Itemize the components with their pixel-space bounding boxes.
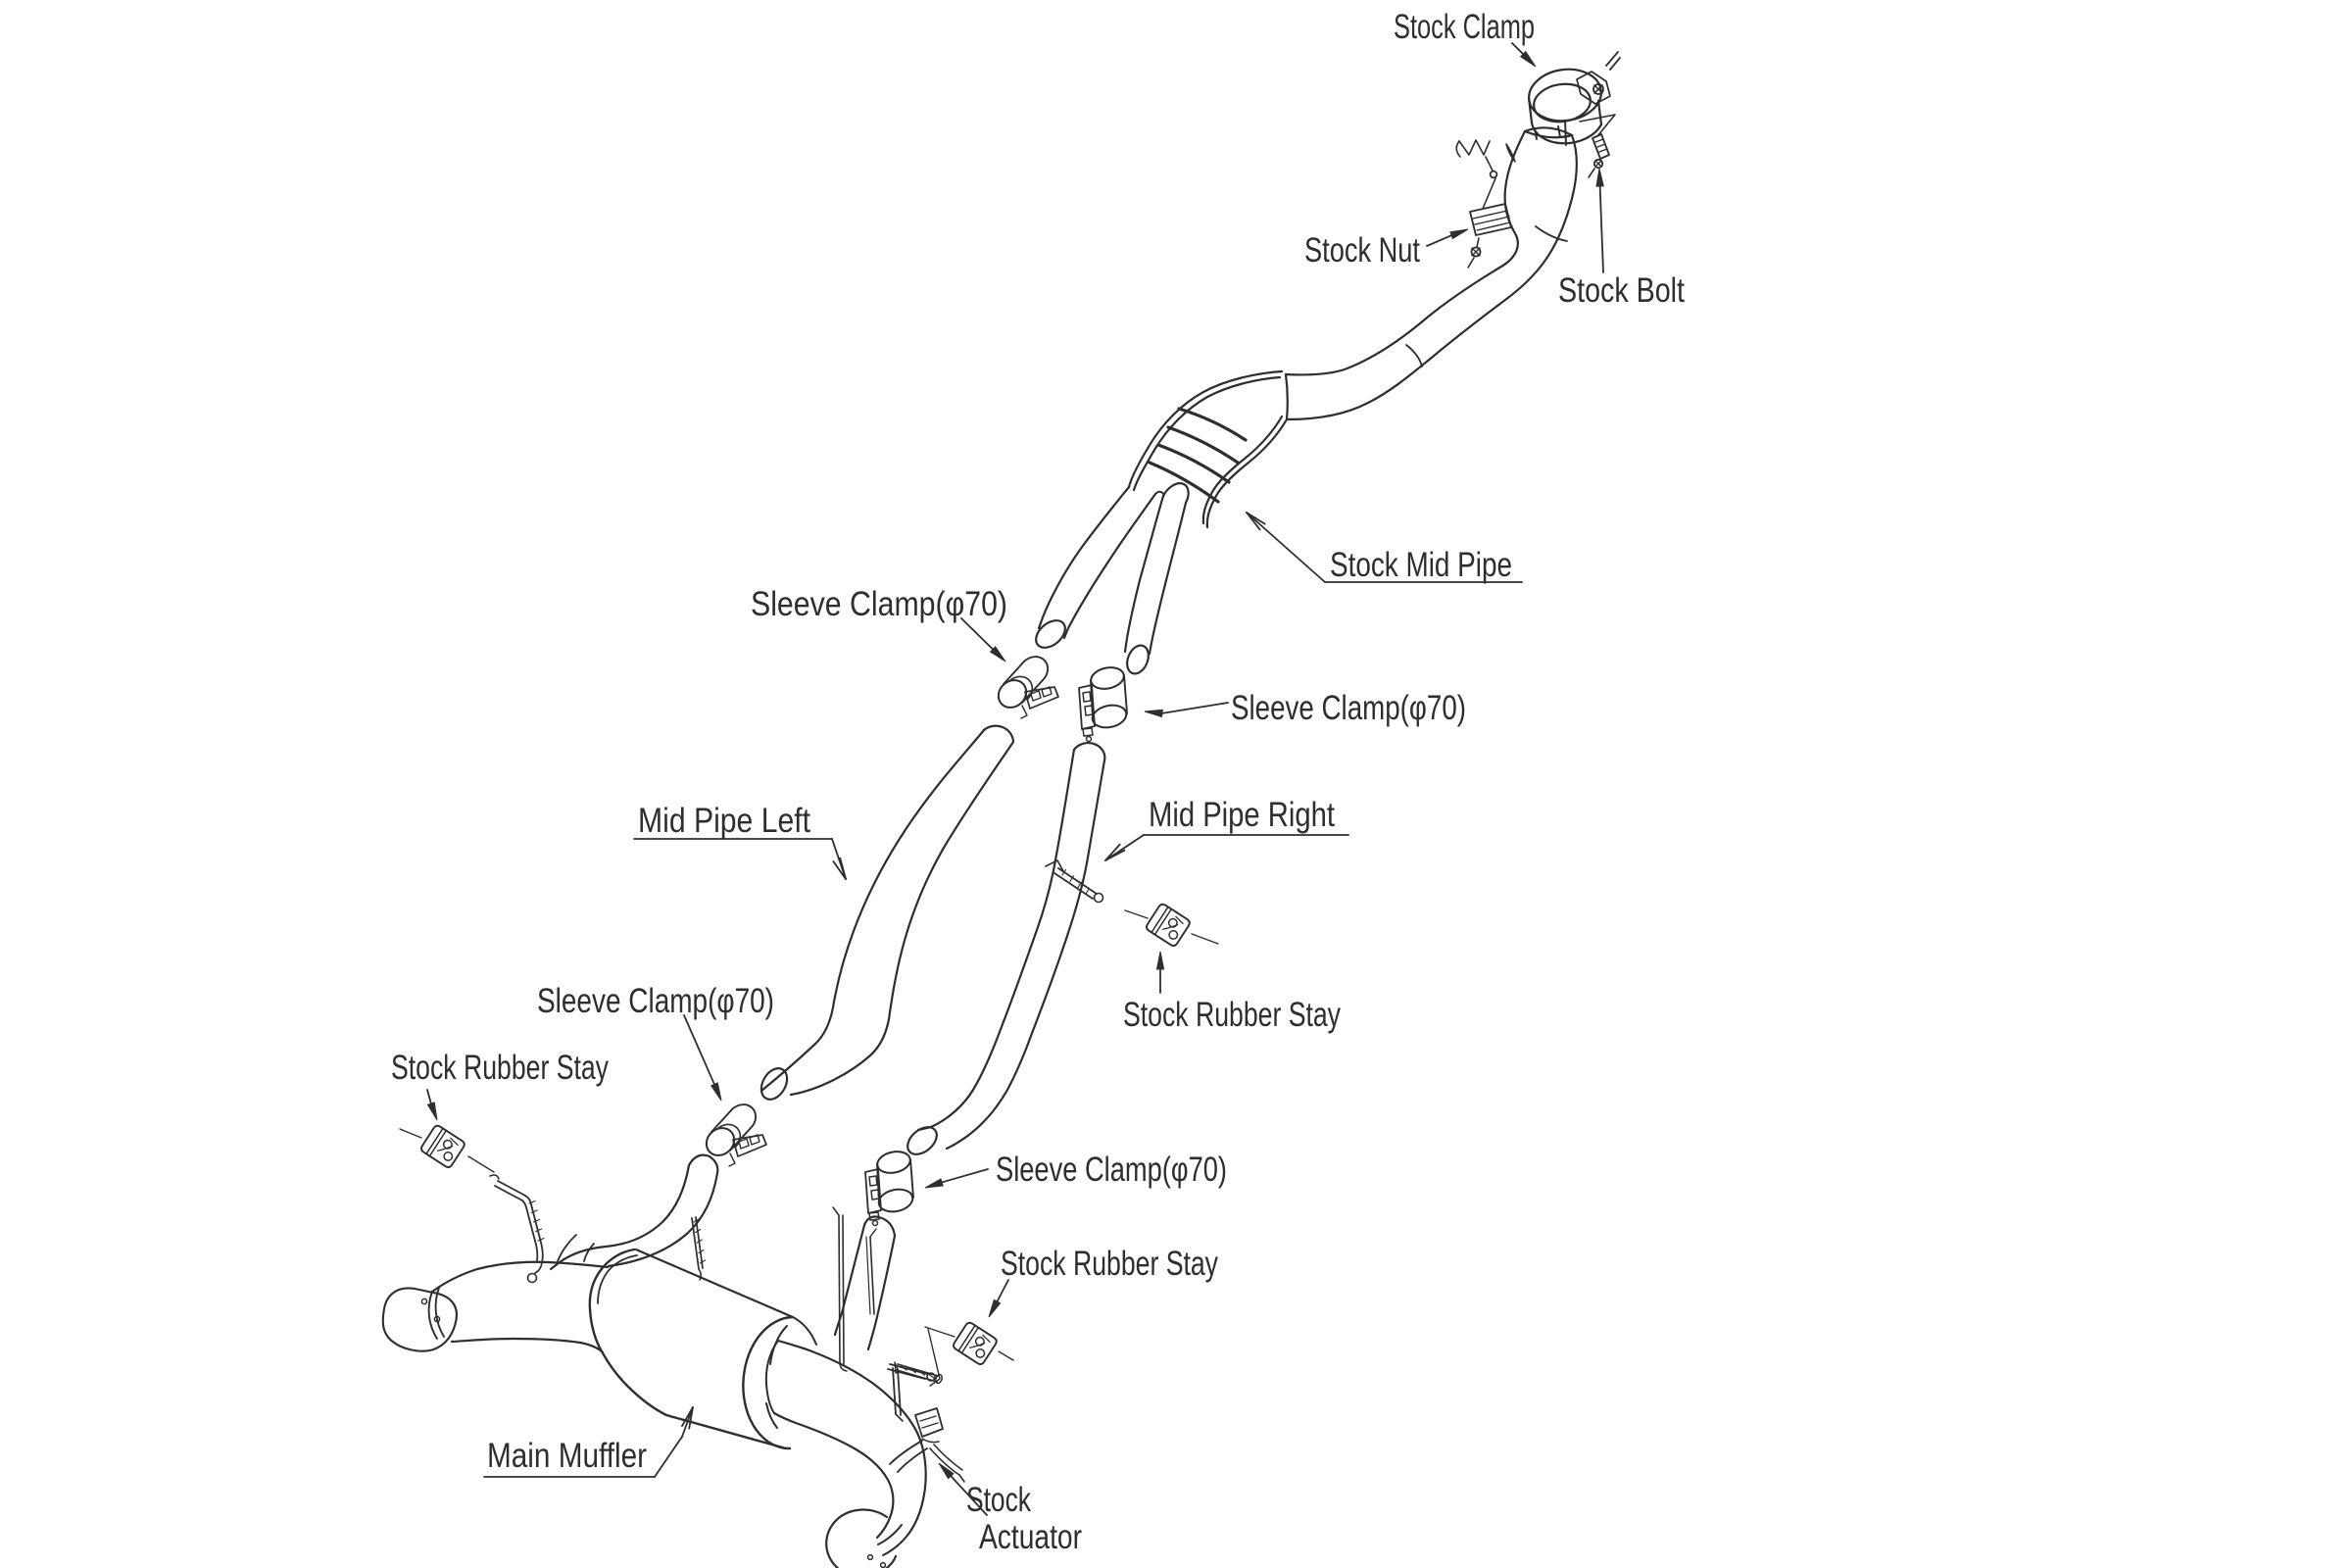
svg-text:Mid Pipe Left: Mid Pipe Left bbox=[638, 802, 810, 840]
svg-text:Actuator: Actuator bbox=[979, 1518, 1082, 1556]
svg-text:Stock Rubber Stay: Stock Rubber Stay bbox=[1001, 1245, 1218, 1283]
svg-text:Sleeve Clamp(φ70): Sleeve Clamp(φ70) bbox=[751, 585, 1007, 623]
svg-text:Sleeve Clamp(φ70): Sleeve Clamp(φ70) bbox=[1231, 689, 1466, 727]
svg-text:Sleeve Clamp(φ70): Sleeve Clamp(φ70) bbox=[996, 1151, 1227, 1189]
svg-text:Main Muffler: Main Muffler bbox=[487, 1437, 647, 1475]
svg-text:Stock Mid Pipe: Stock Mid Pipe bbox=[1330, 546, 1512, 584]
svg-text:Stock Rubber Stay: Stock Rubber Stay bbox=[1123, 996, 1341, 1034]
svg-text:Stock Nut: Stock Nut bbox=[1304, 231, 1420, 270]
svg-text:Stock Clamp: Stock Clamp bbox=[1394, 8, 1535, 46]
svg-text:Sleeve Clamp(φ70): Sleeve Clamp(φ70) bbox=[537, 982, 774, 1020]
svg-text:Stock Bolt: Stock Bolt bbox=[1558, 271, 1685, 310]
svg-text:Mid Pipe Right: Mid Pipe Right bbox=[1149, 796, 1335, 834]
svg-text:Stock Rubber Stay: Stock Rubber Stay bbox=[391, 1049, 609, 1087]
svg-text:Stock: Stock bbox=[966, 1481, 1031, 1519]
